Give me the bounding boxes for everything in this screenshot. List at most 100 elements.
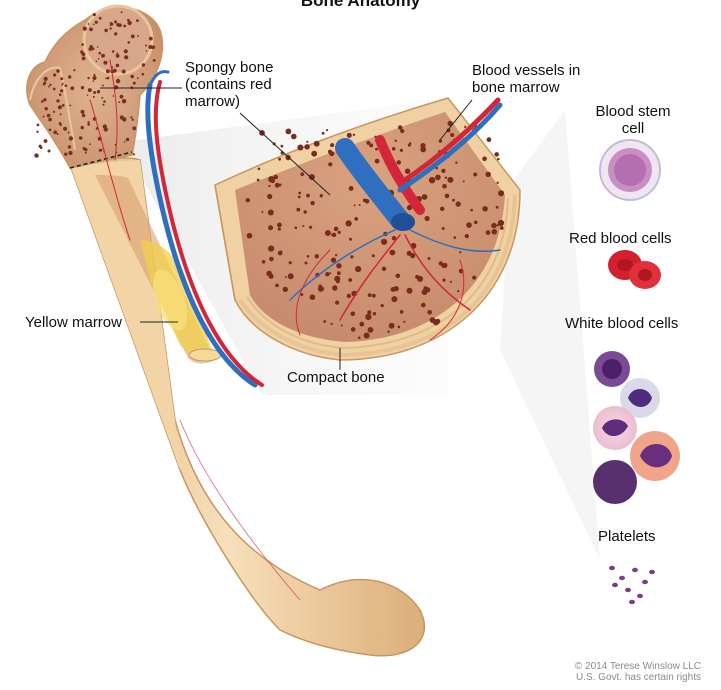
texture-dot bbox=[323, 320, 327, 323]
texture-dot bbox=[388, 322, 395, 329]
texture-dot bbox=[110, 22, 114, 26]
texture-dot bbox=[261, 260, 266, 264]
texture-dot bbox=[452, 198, 455, 202]
texture-dot bbox=[391, 296, 398, 303]
texture-dot bbox=[333, 226, 339, 232]
texture-dot bbox=[457, 290, 460, 293]
texture-dot bbox=[396, 160, 401, 165]
texture-dot bbox=[36, 130, 39, 133]
label-blood-vessels-line1: Blood vessels in bbox=[472, 62, 581, 79]
texture-dot bbox=[321, 131, 325, 135]
texture-dot bbox=[48, 117, 52, 122]
texture-dot bbox=[87, 123, 90, 126]
texture-dot bbox=[43, 98, 47, 102]
texture-dot bbox=[350, 327, 356, 332]
texture-dot bbox=[450, 133, 455, 137]
texture-dot bbox=[52, 87, 56, 91]
texture-dot bbox=[485, 230, 491, 235]
texture-dot bbox=[349, 237, 352, 241]
texture-dot bbox=[375, 147, 378, 151]
texture-dot bbox=[462, 180, 465, 183]
texture-dot bbox=[123, 24, 127, 28]
texture-dot bbox=[438, 261, 443, 266]
texture-dot bbox=[60, 89, 64, 93]
texture-dot bbox=[429, 317, 436, 323]
texture-dot bbox=[421, 289, 428, 295]
texture-dot bbox=[56, 133, 59, 135]
texture-dot bbox=[371, 254, 375, 258]
texture-dot bbox=[92, 95, 95, 98]
texture-dot bbox=[310, 200, 315, 206]
texture-dot bbox=[116, 52, 119, 55]
texture-dot bbox=[435, 166, 439, 170]
texture-dot bbox=[64, 152, 68, 156]
texture-dot bbox=[389, 249, 396, 256]
texture-dot bbox=[53, 73, 57, 77]
texture-dot bbox=[381, 238, 388, 245]
texture-dot bbox=[41, 100, 44, 103]
label-spongy-bone-line1: Spongy bone bbox=[185, 59, 274, 76]
texture-dot bbox=[57, 105, 62, 110]
texture-dot bbox=[61, 84, 64, 86]
texture-dot bbox=[87, 88, 92, 93]
texture-dot bbox=[306, 193, 310, 198]
texture-dot bbox=[466, 222, 472, 228]
texture-dot bbox=[86, 94, 89, 96]
texture-dot bbox=[56, 99, 60, 103]
texture-dot bbox=[319, 194, 323, 198]
texture-dot bbox=[103, 60, 108, 65]
texture-dot bbox=[119, 94, 124, 99]
texture-dot bbox=[95, 60, 98, 62]
texture-dot bbox=[36, 123, 40, 127]
texture-dot bbox=[97, 58, 100, 60]
texture-dot bbox=[438, 139, 443, 143]
texture-dot bbox=[408, 142, 412, 145]
texture-dot bbox=[346, 293, 352, 299]
texture-dot bbox=[114, 32, 118, 36]
texture-dot bbox=[92, 76, 97, 80]
texture-dot bbox=[88, 47, 93, 51]
texture-dot bbox=[106, 76, 110, 80]
texture-dot bbox=[403, 320, 406, 323]
texture-dot bbox=[82, 26, 87, 31]
texture-dot bbox=[449, 280, 452, 283]
texture-dot bbox=[58, 122, 62, 125]
texture-dot bbox=[49, 83, 52, 87]
texture-dot bbox=[406, 204, 413, 211]
texture-dot bbox=[357, 336, 361, 340]
texture-dot bbox=[346, 132, 352, 138]
platelet bbox=[649, 569, 655, 575]
texture-dot bbox=[491, 222, 497, 229]
texture-dot bbox=[340, 324, 343, 327]
texture-dot bbox=[441, 168, 446, 173]
platelets-image bbox=[609, 565, 655, 605]
texture-dot bbox=[81, 56, 86, 61]
texture-dot bbox=[473, 172, 478, 177]
texture-dot bbox=[61, 104, 65, 107]
texture-dot bbox=[274, 182, 280, 188]
texture-dot bbox=[372, 312, 377, 316]
texture-dot bbox=[421, 302, 426, 308]
texture-dot bbox=[145, 44, 148, 47]
texture-dot bbox=[355, 266, 362, 273]
texture-dot bbox=[296, 207, 301, 212]
texture-dot bbox=[87, 76, 90, 80]
texture-dot bbox=[427, 257, 431, 260]
texture-dot bbox=[80, 125, 84, 130]
texture-dot bbox=[267, 209, 274, 216]
texture-dot bbox=[282, 286, 288, 293]
texture-dot bbox=[470, 208, 474, 212]
texture-dot bbox=[277, 222, 282, 228]
texture-dot bbox=[256, 178, 260, 182]
texture-dot bbox=[369, 143, 374, 148]
texture-dot bbox=[48, 85, 50, 88]
texture-dot bbox=[89, 143, 91, 146]
texture-dot bbox=[118, 23, 122, 28]
texture-dot bbox=[328, 162, 333, 167]
texture-dot bbox=[453, 236, 457, 239]
texture-dot bbox=[137, 35, 139, 37]
texture-dot bbox=[332, 285, 338, 291]
texture-dot bbox=[459, 251, 462, 254]
texture-dot bbox=[297, 195, 301, 199]
texture-dot bbox=[420, 143, 426, 149]
